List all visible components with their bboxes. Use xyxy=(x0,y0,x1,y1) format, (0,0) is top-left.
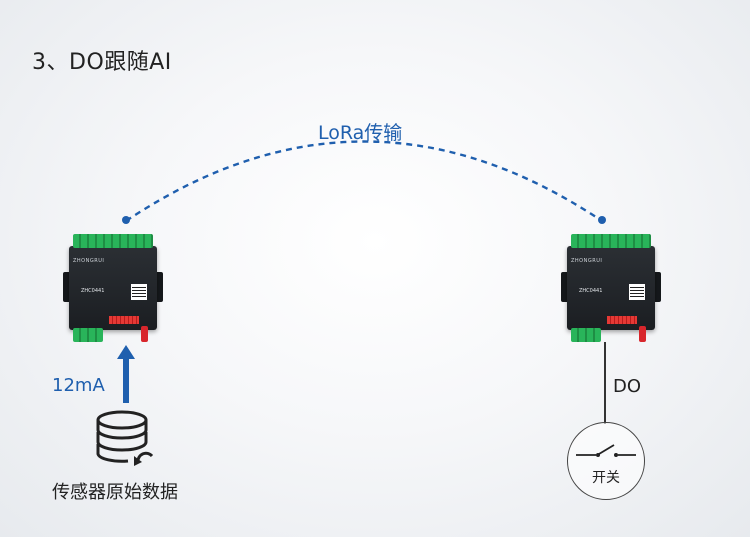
terminal-block-top xyxy=(73,234,153,248)
switch-icon: 开关 xyxy=(567,422,645,500)
device-model: ZHC0441 xyxy=(81,288,105,294)
link-endpoint-left xyxy=(122,216,130,224)
do-wire xyxy=(604,342,606,424)
qr-code-icon xyxy=(629,284,645,300)
up-arrow-icon xyxy=(117,345,135,403)
switch-label: 开关 xyxy=(592,470,620,486)
antenna-icon xyxy=(141,326,148,342)
terminal-block-bottom xyxy=(73,328,103,342)
dip-switch xyxy=(109,316,139,324)
antenna-icon xyxy=(639,326,646,342)
do-label: DO xyxy=(613,376,642,397)
terminal-block-top xyxy=(571,234,651,248)
terminal-block-bottom xyxy=(571,328,601,342)
link-endpoint-right xyxy=(598,216,606,224)
left-device: ZHONGRUI ZHC0441 xyxy=(63,232,163,342)
sensor-data-label: 传感器原始数据 xyxy=(52,482,178,503)
device-model: ZHC0441 xyxy=(579,288,603,294)
right-device: ZHONGRUI ZHC0441 xyxy=(561,232,661,342)
sensor-stack-icon xyxy=(96,410,154,466)
switch-symbol-icon xyxy=(576,444,636,457)
qr-code-icon xyxy=(131,284,147,300)
device-logo: ZHONGRUI xyxy=(571,258,603,264)
device-logo: ZHONGRUI xyxy=(73,258,105,264)
page-title: 3、DO跟随AI xyxy=(32,50,172,75)
dip-switch xyxy=(607,316,637,324)
signal-label: 12mA xyxy=(52,375,105,396)
lora-label: LoRa传输 xyxy=(318,122,403,144)
